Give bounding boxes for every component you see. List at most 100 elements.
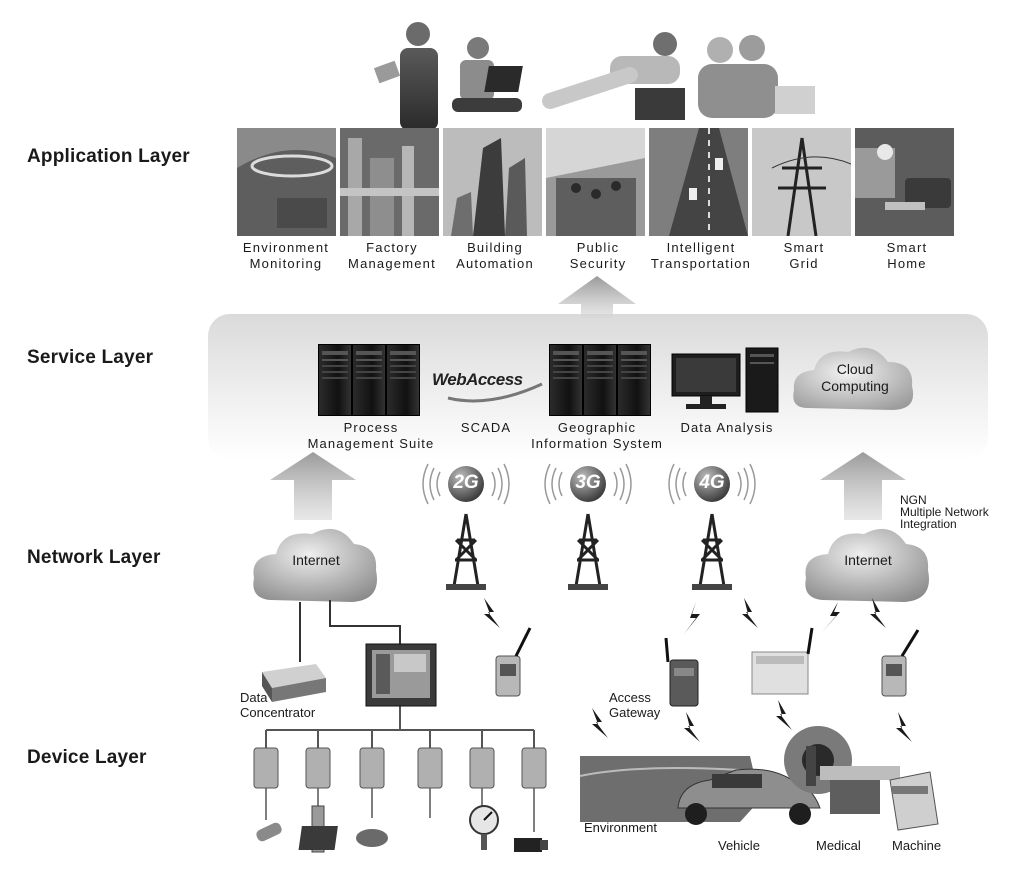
scada-caption: SCADA [460, 420, 512, 435]
access-gateway-device [664, 637, 699, 707]
label-line1: Access [609, 690, 651, 705]
app-tile-public-security [546, 128, 645, 236]
people-illustration [373, 22, 815, 130]
ngn-line1: NGN [900, 493, 927, 507]
cloud-computing-icon [793, 347, 914, 410]
caption-line1: Smart [783, 240, 825, 255]
lightning-bolt-icon [484, 598, 500, 628]
field-sensors [256, 805, 548, 853]
ngn-line2: Multiple Network [900, 505, 989, 519]
vehicle-device [677, 768, 821, 825]
tower-2g [422, 463, 510, 590]
internet-label-left: Internet [292, 552, 340, 568]
lightning-bolt-icon [684, 712, 700, 742]
io-module [359, 747, 385, 789]
controller-box-device [751, 627, 814, 695]
process-management-caption: Process Management Suite [296, 420, 446, 452]
io-module [305, 747, 331, 789]
label-line1: Data [240, 690, 268, 705]
caption-line2: Monitoring [249, 256, 323, 271]
wireless-io-module [495, 627, 532, 697]
caption-line1: Smart [886, 240, 928, 255]
webaccess-swoosh-icon [447, 382, 543, 403]
server-unit [549, 344, 583, 416]
server-unit [352, 344, 386, 416]
caption-line2: Grid [789, 256, 819, 271]
cloud-line2: Computing [821, 378, 889, 394]
caption-line1: Public [576, 240, 620, 255]
app-tile-building-automation [443, 128, 542, 236]
caption-line1: Environment [242, 240, 330, 255]
caption-line2: Transportation [650, 256, 752, 271]
wire-internet-to-panel [329, 600, 401, 646]
machine-device [889, 771, 939, 831]
machine-label: Machine [892, 838, 942, 853]
server-unit [386, 344, 420, 416]
ngn-label: NGN Multiple Network Integration [900, 494, 989, 530]
up-arrow-left [270, 452, 356, 520]
app-tile-factory-management [340, 128, 439, 236]
server-unit [318, 344, 352, 416]
caption-line1: Factory [366, 240, 418, 255]
network-layer-label: Network Layer [27, 547, 161, 568]
up-arrow-right [820, 452, 906, 520]
server-unit [617, 344, 651, 416]
io-module [253, 747, 279, 789]
app-tile-smart-grid [752, 128, 851, 236]
data-analysis-caption: Data Analysis [680, 420, 774, 435]
device-bus [265, 706, 535, 748]
probe-sensor [256, 822, 282, 842]
label-line2: Concentrator [240, 705, 316, 720]
app-tile-intelligent-transportation [649, 128, 748, 236]
access-gateway-label: Access Gateway [609, 690, 660, 720]
io-module-row [253, 747, 547, 789]
webaccess-logo: WebAccess [432, 370, 523, 389]
caption-line1: Intelligent [666, 240, 736, 255]
internet-cloud-left [253, 528, 377, 602]
lightning-bolt-icon [896, 712, 912, 742]
wireless-io-module-right [881, 629, 920, 697]
cloud-line1: Cloud [836, 361, 874, 377]
lightning-bolt-icon [742, 598, 758, 628]
app-tile-environment-monitoring [237, 128, 336, 236]
caption-line1: Building [467, 240, 523, 255]
app-tile-smart-home [855, 128, 954, 236]
caption-line1: Geographic [557, 420, 637, 435]
medical-scanner-device [784, 726, 900, 814]
tower-3g [544, 463, 632, 590]
lightning-bolt-icon [592, 708, 608, 738]
caption-line2: Management [348, 256, 436, 271]
camera-device [514, 838, 542, 852]
caption-line2: Automation [456, 256, 534, 271]
io-module [417, 747, 443, 789]
up-arrow-to-application [558, 276, 636, 318]
lightning-bolt-icon [870, 598, 886, 628]
medical-label: Medical [816, 838, 861, 853]
internet-label-right: Internet [844, 552, 892, 568]
data-concentrator-device [262, 664, 326, 702]
service-layer-label: Service Layer [27, 347, 154, 368]
computer-icon [671, 347, 779, 413]
wireless-signal-bolts [484, 598, 912, 742]
caption-line2: Management Suite [307, 436, 435, 451]
environment-label: Environment [584, 820, 657, 835]
gis-caption: Geographic Information System [522, 420, 672, 452]
caption-line2: Information System [531, 436, 663, 451]
tower-4g [668, 463, 756, 590]
button-sensor [356, 829, 388, 847]
vehicle-label: Vehicle [718, 838, 760, 853]
lightning-bolt-icon [684, 602, 700, 634]
caption-line2: Home [887, 256, 927, 271]
internet-cloud-right [805, 528, 929, 602]
ngn-line3: Integration [900, 517, 957, 531]
lightning-bolt-icon [822, 602, 840, 632]
data-concentrator-label: Data Concentrator [240, 690, 315, 720]
label-line2: Gateway [609, 705, 661, 720]
